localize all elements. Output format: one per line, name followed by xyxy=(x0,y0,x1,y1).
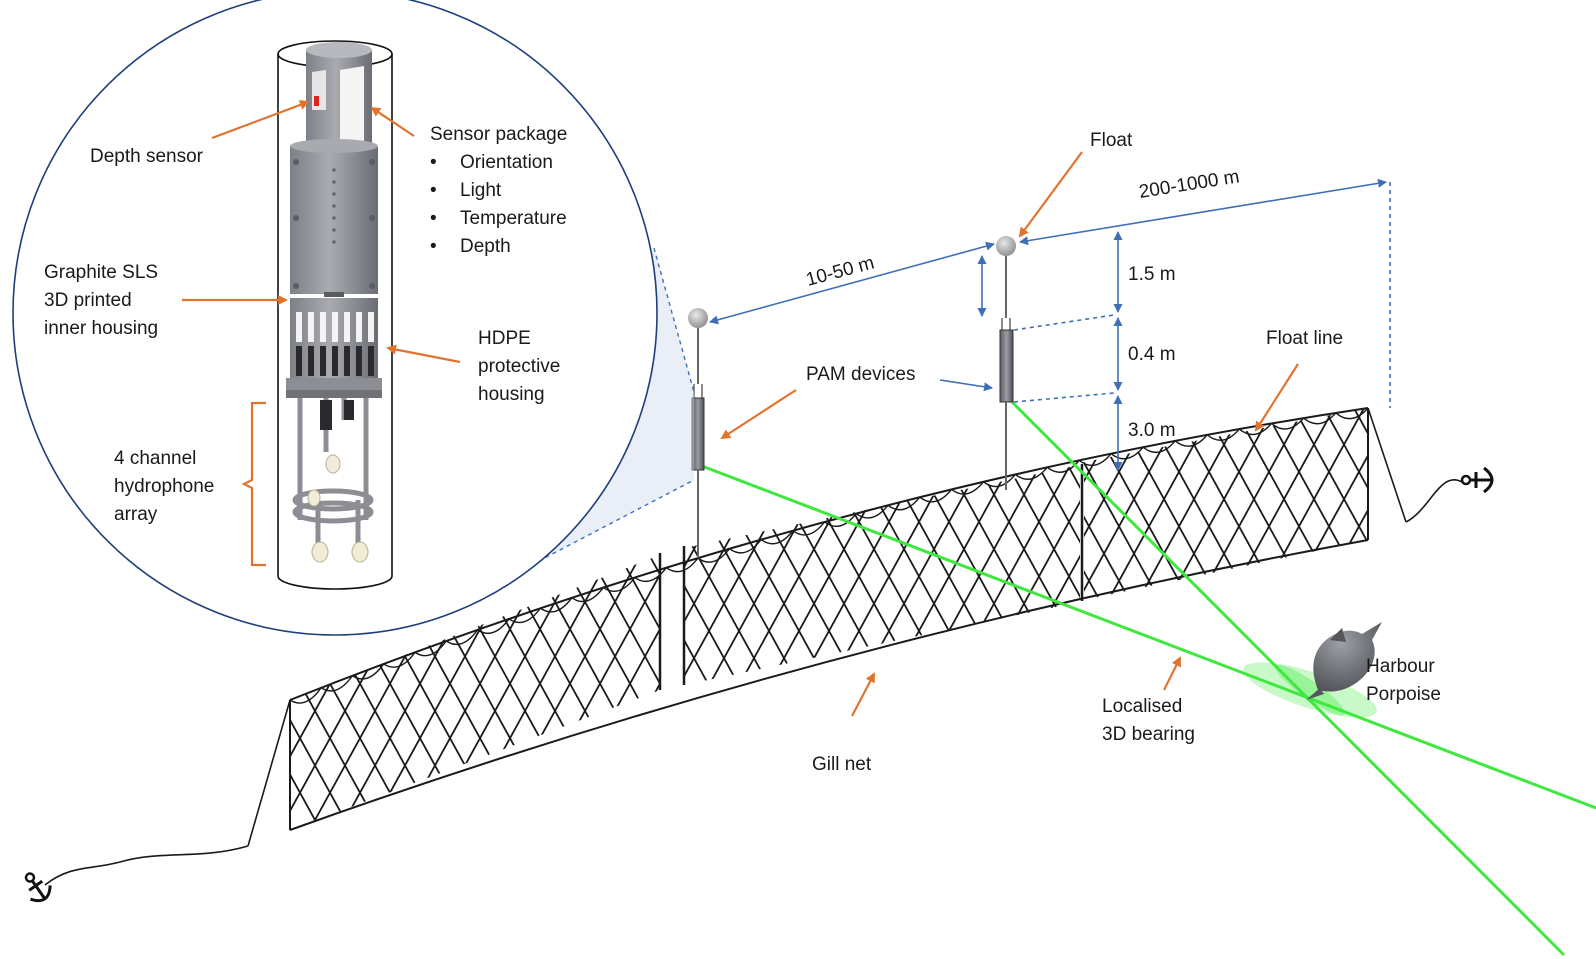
label-inner-housing-3: inner housing xyxy=(44,318,158,339)
anchor-rope-left xyxy=(44,845,249,886)
label-porpoise-1: Harbour xyxy=(1366,656,1435,677)
annotation-arrows xyxy=(720,151,1299,717)
label-hydrophone-2: hydrophone xyxy=(114,476,214,497)
float-line-scallops xyxy=(289,407,1369,704)
label-float-line: Float line xyxy=(1266,328,1343,349)
float-icon xyxy=(688,308,708,328)
svg-text:•: • xyxy=(430,208,437,229)
label-bearing-1: Localised xyxy=(1102,696,1182,717)
list-item: Depth xyxy=(460,236,511,257)
list-item: Light xyxy=(460,180,502,201)
pam-device-detail xyxy=(241,40,393,590)
label-dim-mid: 0.4 m xyxy=(1128,344,1176,365)
label-sensor-package: Sensor package xyxy=(430,124,567,145)
label-dim-bottom: 3.0 m xyxy=(1128,420,1176,441)
dimension-lines xyxy=(709,178,1391,471)
anchor-rope-right xyxy=(1405,479,1463,523)
hydrophone-bracket xyxy=(241,401,266,567)
label-depth-sensor: Depth sensor xyxy=(90,146,204,167)
pam-device-1 xyxy=(688,308,708,558)
detail-annotation-arrows xyxy=(182,100,461,364)
label-bearing-2: 3D bearing xyxy=(1102,724,1195,745)
label-outer-housing-2: protective xyxy=(478,356,560,377)
label-dist-long: 200-1000 m xyxy=(1137,166,1240,203)
list-item: Orientation xyxy=(460,152,553,173)
label-dist-short: 10-50 m xyxy=(804,253,877,291)
svg-text:•: • xyxy=(430,236,437,257)
bearing-lines xyxy=(701,400,1596,957)
label-float: Float xyxy=(1090,130,1133,151)
svg-text:•: • xyxy=(430,180,437,201)
anchor-icon xyxy=(1460,466,1494,494)
label-gill-net: Gill net xyxy=(812,754,872,775)
labels: Depth sensor Sensor package • Orientatio… xyxy=(44,124,1441,775)
pam-device-icon xyxy=(999,329,1014,403)
label-outer-housing-1: HDPE xyxy=(478,328,531,349)
label-hydrophone-1: 4 channel xyxy=(114,448,196,469)
sensor-package-list: • Orientation • Light • Temperature • De… xyxy=(430,152,567,257)
label-inner-housing-1: Graphite SLS xyxy=(44,262,158,283)
label-dim-top: 1.5 m xyxy=(1128,264,1176,285)
list-item: Temperature xyxy=(460,208,567,229)
svg-text:•: • xyxy=(430,152,437,173)
protective-housing xyxy=(277,40,393,590)
porpoise-icon xyxy=(1306,622,1382,700)
anchor-icon xyxy=(24,872,52,903)
label-hydrophone-3: array xyxy=(114,504,158,525)
label-porpoise-2: Porpoise xyxy=(1366,684,1441,705)
label-outer-housing-3: housing xyxy=(478,384,545,405)
lead-line xyxy=(289,539,1369,831)
label-inner-housing-2: 3D printed xyxy=(44,290,132,311)
float-icon xyxy=(996,236,1016,256)
label-pam-devices: PAM devices xyxy=(806,364,915,385)
pam-device-2 xyxy=(996,236,1016,490)
